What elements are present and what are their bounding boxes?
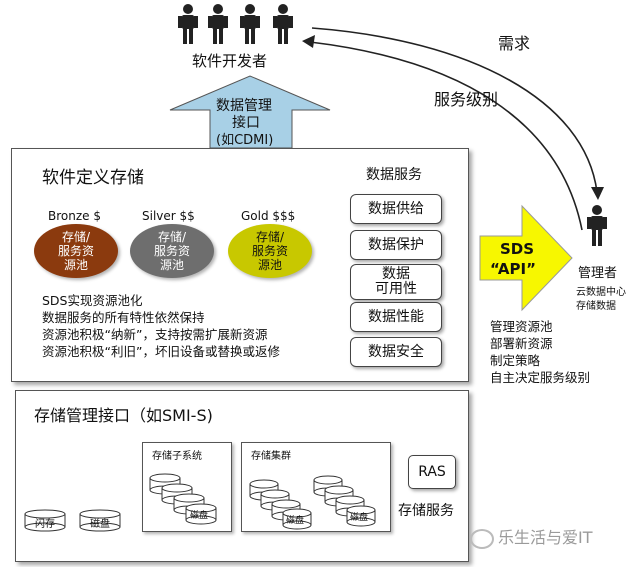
admin-label: 管理者 xyxy=(578,266,618,281)
ras-box: RAS xyxy=(408,455,456,489)
developer-person-icons xyxy=(178,4,293,44)
flash-label: 闪存 xyxy=(35,519,55,530)
disk-label: 磁盘 xyxy=(90,519,110,530)
bronze-pool: 存储/服务资源池 xyxy=(34,224,118,278)
mgmt-interface-line1: 数据管理 xyxy=(216,98,272,114)
sds-note: 数据服务的所有特性依然保持 xyxy=(42,310,205,325)
admin-person-icon xyxy=(587,205,607,246)
admin-task: 管理资源池 xyxy=(490,319,553,334)
tier-name-gold: Gold $$$ xyxy=(241,209,296,223)
tier-name-bronze: Bronze $ xyxy=(48,209,101,223)
disk-single-icon xyxy=(79,509,121,532)
demand-arrowhead xyxy=(302,35,315,48)
storage-cluster-title: 存储集群 xyxy=(251,451,291,462)
admin-task: 自主决定服务级别 xyxy=(490,370,591,385)
data-service-availability: 数据可用性 xyxy=(350,264,442,300)
developers-group xyxy=(178,2,303,46)
cluster-disk-label: 磁盘 xyxy=(286,516,305,526)
watermark: 乐生活与爱IT xyxy=(470,524,593,549)
admin-task: 部署新资源 xyxy=(490,336,553,351)
admin-sub1: 云数据中心 xyxy=(576,287,626,298)
sds-box-title: 软件定义存储 xyxy=(42,168,144,188)
flash-icon xyxy=(24,509,66,532)
disk-icon xyxy=(346,505,376,527)
sds-api-line1: SDS xyxy=(500,240,535,258)
subsystem-disk-label: 磁盘 xyxy=(190,511,209,521)
data-services-title: 数据服务 xyxy=(366,167,422,183)
cluster-disk-label: 磁盘 xyxy=(350,513,369,523)
disk-icon xyxy=(185,503,217,525)
data-service-security: 数据安全 xyxy=(350,337,442,367)
sds-api-arrow xyxy=(479,204,573,312)
mgmt-interface-line2: 接口 xyxy=(232,115,260,131)
demand-label: 需求 xyxy=(498,34,531,53)
wechat-icon xyxy=(470,528,494,549)
tier-name-silver: Silver $$ xyxy=(142,209,195,223)
sds-api-line2: “API” xyxy=(490,260,536,278)
mgmt-interface-line3: (如CDMI) xyxy=(216,133,274,148)
service-level-curve-arrow xyxy=(311,27,598,193)
sds-note: SDS实现资源池化 xyxy=(42,293,143,308)
admin-task: 制定策略 xyxy=(490,353,541,368)
data-service-performance: 数据性能 xyxy=(350,302,442,332)
disk-icon xyxy=(282,508,312,530)
data-service-provision: 数据供给 xyxy=(350,194,442,224)
silver-pool: 存储/服务资源池 xyxy=(130,224,214,278)
sds-note: 资源池积极“利旧”，坏旧设备或替换或返修 xyxy=(42,344,280,359)
storage-mgmt-title: 存储管理接口（如SMI-S) xyxy=(34,406,213,425)
admin-sub2: 存储数据 xyxy=(576,301,616,312)
developers-label: 软件开发者 xyxy=(192,52,268,70)
service-level-label: 服务级别 xyxy=(434,90,499,109)
service-level-arrowhead xyxy=(591,187,604,200)
gold-pool: 存储/服务资源池 xyxy=(228,224,312,278)
demand-curve-arrow xyxy=(309,41,583,231)
data-service-protection: 数据保护 xyxy=(350,230,442,260)
mgmt-interface-arrow xyxy=(169,75,331,149)
sds-note: 资源池积极“纳新”，支持按需扩展新资源 xyxy=(42,327,268,342)
storage-subsystem-title: 存储子系统 xyxy=(152,451,202,462)
storage-services-label: 存储服务 xyxy=(398,503,454,519)
